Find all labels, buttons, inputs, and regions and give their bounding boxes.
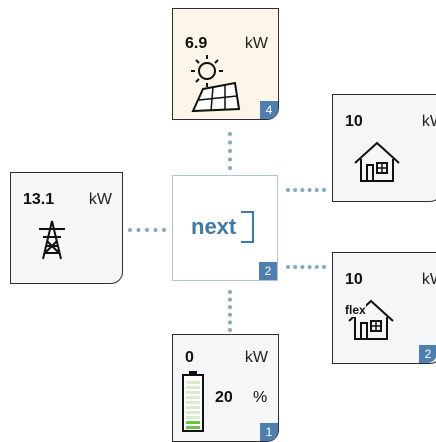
connector-solar-hub bbox=[228, 132, 236, 170]
battery-tile[interactable]: 0 kW 20 % 1 bbox=[172, 334, 279, 442]
flex-badge: 2 bbox=[419, 345, 436, 363]
flex-tile[interactable]: 10 kW flex 2 bbox=[332, 252, 436, 364]
battery-cell bbox=[186, 381, 200, 384]
next-logo-text: next bbox=[191, 214, 237, 239]
battery-cell bbox=[186, 426, 200, 429]
connector-hub-flex bbox=[286, 265, 326, 273]
house-icon bbox=[353, 141, 401, 183]
grid-power-unit: kW bbox=[88, 191, 112, 208]
house-power-unit: kW bbox=[421, 113, 436, 130]
solar-badge: 4 bbox=[260, 101, 278, 119]
flex-house-icon: flex bbox=[343, 299, 395, 341]
connector-hub-battery bbox=[228, 290, 236, 332]
flex-power-unit: kW bbox=[421, 271, 436, 288]
grid-tile[interactable]: 13.1 kW bbox=[10, 172, 123, 284]
power-pylon-icon bbox=[37, 219, 67, 261]
flex-label: flex bbox=[345, 303, 366, 317]
hub-badge: 2 bbox=[259, 262, 277, 280]
battery-power-unit: kW bbox=[244, 349, 268, 366]
solar-panel-icon bbox=[185, 53, 243, 113]
battery-cell bbox=[186, 396, 200, 399]
battery-cell bbox=[186, 411, 200, 414]
battery-cell bbox=[186, 386, 200, 389]
next-logo: next bbox=[191, 208, 255, 244]
solar-power-unit: kW bbox=[244, 35, 268, 52]
grid-power-value: 13.1 bbox=[23, 191, 55, 208]
battery-power-value: 0 bbox=[185, 349, 194, 366]
battery-soc-unit: % bbox=[253, 389, 268, 406]
house-power-value: 10 bbox=[345, 113, 363, 130]
battery-cell bbox=[186, 401, 200, 404]
connector-grid-hub bbox=[128, 228, 166, 236]
house-tile[interactable]: 10 kW bbox=[332, 94, 436, 202]
battery-soc-value: 20 bbox=[215, 389, 233, 406]
hub-tile[interactable]: next 2 bbox=[172, 175, 278, 281]
battery-badge: 1 bbox=[260, 423, 278, 441]
connector-hub-house bbox=[286, 188, 326, 196]
solar-tile[interactable]: 6.9 kW 4 bbox=[172, 8, 279, 120]
battery-icon bbox=[181, 371, 205, 433]
battery-cell bbox=[186, 406, 200, 409]
battery-cell bbox=[186, 421, 200, 424]
solar-power-value: 6.9 bbox=[185, 35, 208, 52]
battery-cell bbox=[186, 391, 200, 394]
flex-power-value: 10 bbox=[345, 271, 363, 288]
battery-cell bbox=[186, 416, 200, 419]
